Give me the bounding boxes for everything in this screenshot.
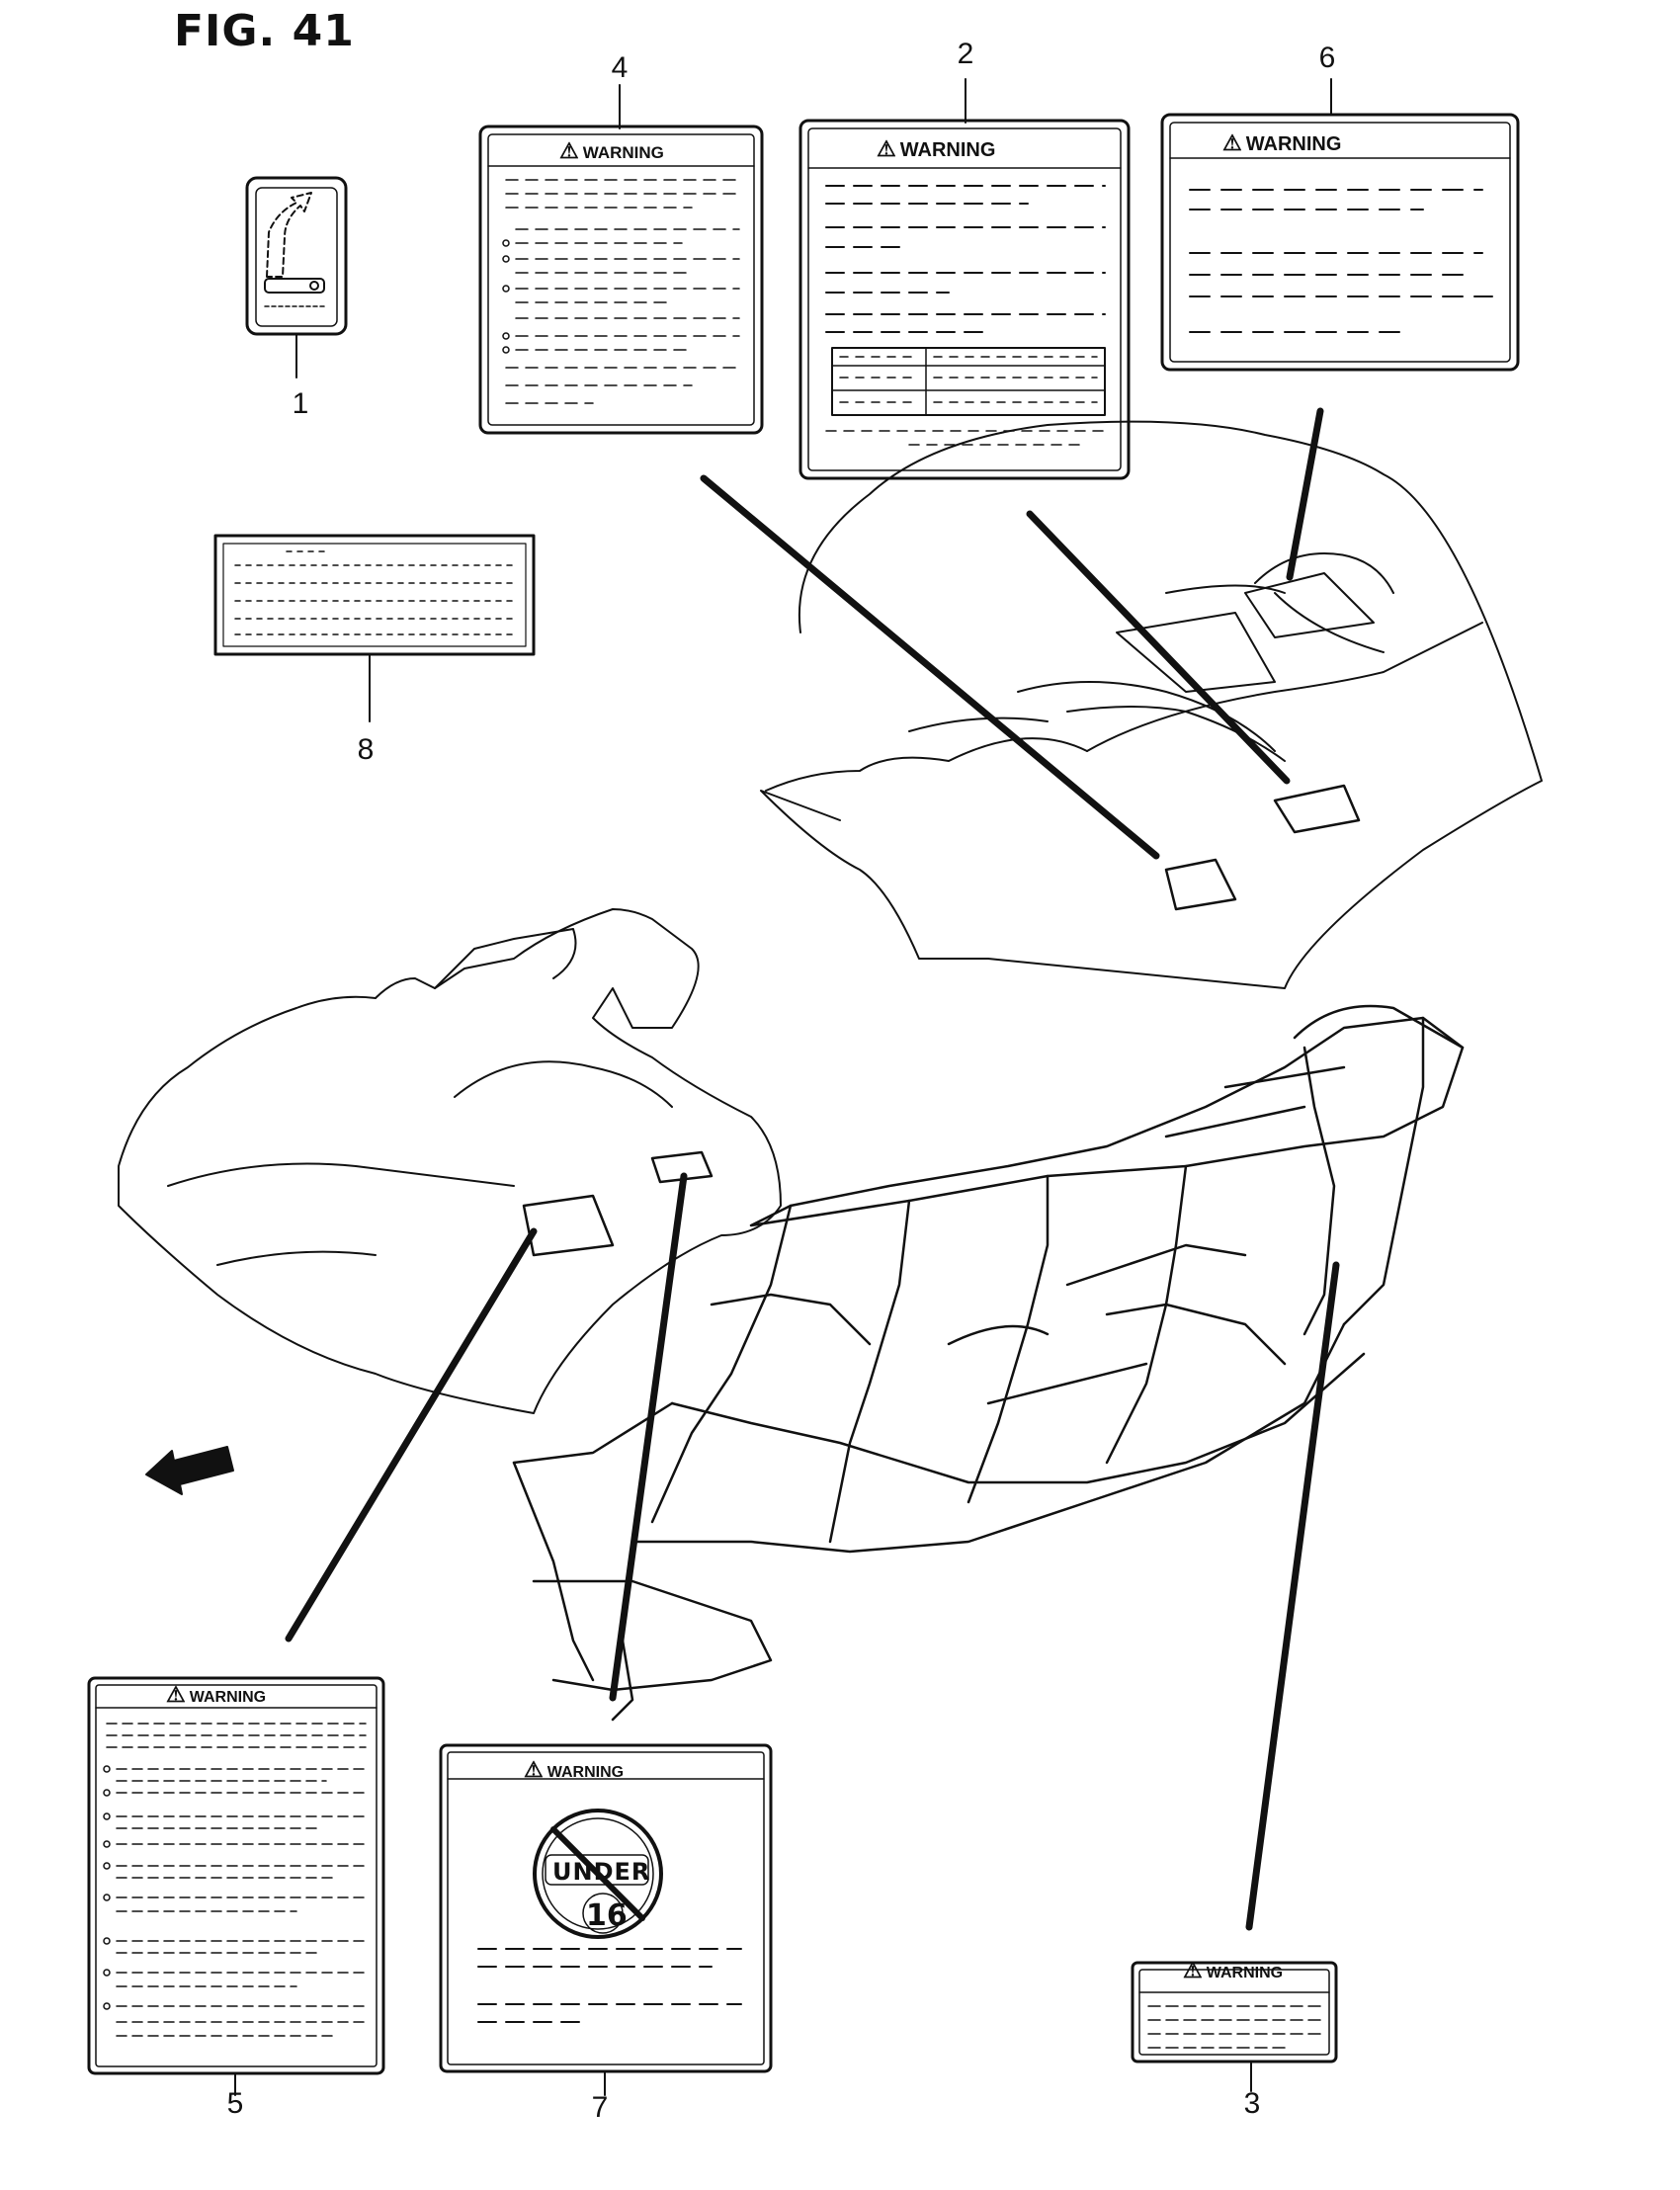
decal-3-warning [1131,1961,1338,2092]
callout-4: 4 [611,51,629,84]
callout-2: 2 [957,38,974,70]
rear-fender [760,420,1543,989]
callout-1: 1 [292,387,309,420]
callout-5: 5 [226,2087,244,2120]
decal-4-warning [478,84,764,435]
label-2-header: ⚠WARNING [877,136,996,161]
decal-6-warning [1160,78,1520,372]
label-4-header: ⚠WARNING [559,138,664,163]
callout-6: 6 [1318,42,1336,74]
decal-7-under-16 [439,1743,773,2096]
decal-5-warning [87,1676,385,2096]
figure-title: FIG. 41 [174,6,355,56]
label-5-header: ⚠WARNING [166,1682,267,1707]
label-6-header: ⚠WARNING [1222,130,1342,155]
decal-8-info [213,534,536,722]
callout-8: 8 [357,733,375,766]
callout-7: 7 [591,2091,609,2124]
forward-arrow-icon [145,1446,234,1495]
decal-2-warning [798,78,1131,480]
decal-1-shift [245,176,348,379]
front-fender [118,908,782,1414]
leader-lines [285,407,1340,1931]
frame [512,1004,1465,1722]
label-7-header: ⚠WARNING [524,1757,625,1782]
callout-3: 3 [1243,2087,1261,2120]
